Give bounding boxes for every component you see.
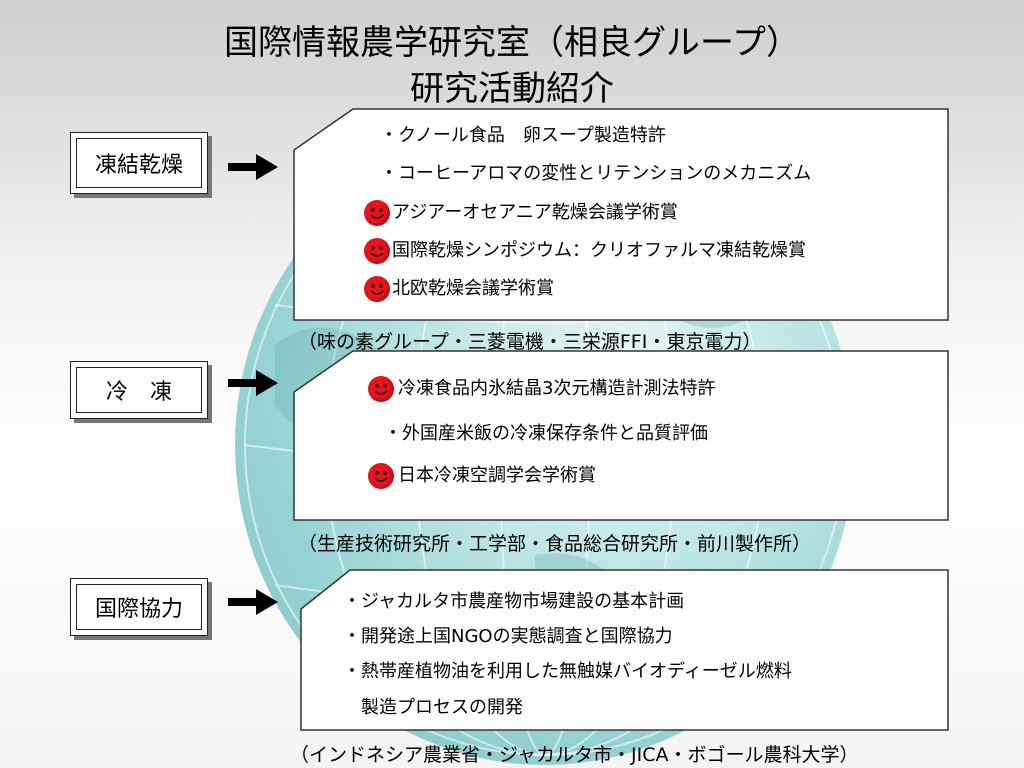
right-arrow-icon: [228, 589, 278, 615]
list-item: 製造プロセスの開発: [343, 697, 523, 718]
section-label-international-cooperation: 国際協力: [70, 578, 208, 636]
smiley-face-icon: [368, 376, 394, 402]
right-arrow-icon: [228, 370, 278, 396]
section-label-text: 凍結乾燥: [94, 153, 183, 178]
list-item: ・外国産米飯の冷凍保存条件と品質評価: [384, 423, 708, 444]
right-arrow-icon: [228, 154, 278, 180]
smiley-face-icon: [364, 238, 390, 264]
page-title: 国際情報農学研究室（相良グループ）: [224, 23, 800, 63]
panel-international-cooperation: [300, 569, 949, 731]
smiley-face-icon: [364, 200, 390, 226]
smiley-face-icon: [364, 276, 390, 302]
award-item: 冷凍食品内氷結晶3次元構造計測法特許: [398, 378, 716, 399]
list-item: ・クノール食品 卵スープ製造特許: [380, 125, 666, 146]
section-caption: （インドネシア農業省・ジャカルタ市・JICA・ボゴール農科大学）: [290, 744, 859, 766]
panel-freeze-drying: [293, 108, 949, 321]
section-caption: （生産技術研究所・工学部・食品総合研究所・前川製作所）: [298, 533, 812, 555]
award-item: 北欧乾燥会議学術賞: [392, 278, 554, 299]
section-label-text: 国際協力: [94, 597, 183, 622]
award-item: アジアーオセアニア乾燥会議学術賞: [392, 202, 678, 223]
smiley-face-icon: [368, 463, 394, 489]
list-item: ・ジャカルタ市農産物市場建設の基本計画: [343, 591, 685, 612]
panel-freezing: [293, 350, 949, 521]
list-item: ・コーヒーアロマの変性とリテンションのメカニズム: [380, 163, 812, 184]
award-item: 日本冷凍空調学会学術賞: [398, 465, 596, 486]
award-item: 国際乾燥シンポジウム：クリオファルマ凍結乾燥賞: [392, 240, 806, 261]
section-caption: （味の素グループ・三菱電機・三栄源FFI・東京電力）: [298, 331, 762, 353]
list-item: ・開発途上国NGOの実態調査と国際協力: [343, 626, 673, 647]
section-label-freeze-drying: 凍結乾燥: [70, 132, 208, 194]
list-item: ・熱帯産植物油を利用した無触媒バイオディーゼル燃料: [343, 661, 792, 682]
section-label-text: 冷 凍: [105, 380, 172, 405]
page-subtitle: 研究活動紹介: [410, 69, 614, 109]
section-label-freezing: 冷 凍: [70, 361, 208, 419]
